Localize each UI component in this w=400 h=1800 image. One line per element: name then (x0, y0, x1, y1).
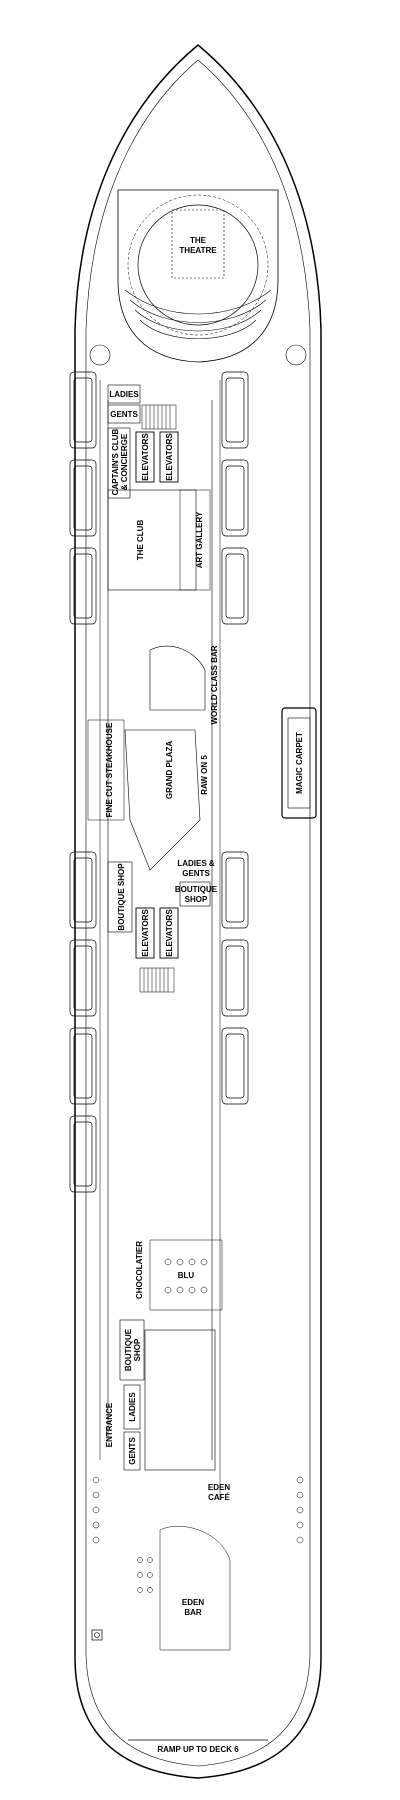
ladies-gents-mid-label-line2: GENTS (182, 869, 210, 878)
ladies-fwd-label: LADIES (109, 390, 139, 399)
accessible-icon (91, 1629, 103, 1641)
theatre-label-line2: THEATRE (179, 246, 217, 255)
eden-bar-label-line2: BAR (184, 1608, 202, 1617)
ladies-fwd-room[interactable] (107, 384, 141, 404)
boutique-shop-mid-area[interactable] (179, 881, 211, 907)
captains-club-label-line2: & CONCIERGE (120, 433, 129, 490)
magic-carpet-inner (287, 717, 311, 809)
elevators-aft-2[interactable] (159, 907, 179, 959)
gents-aft-label: GENTS (128, 1437, 137, 1465)
the-club-area[interactable] (107, 489, 197, 591)
gents-fwd-label: GENTS (110, 410, 138, 419)
chocolatier-label: CHOCOLATIER (135, 1241, 144, 1299)
lifeboats-stbd (221, 371, 249, 1105)
elevators-aft-2-label: ELEVATORS (165, 909, 174, 957)
gents-fwd-room[interactable] (107, 404, 141, 424)
blu-restaurant-area[interactable] (149, 1239, 223, 1311)
fine-cut-steakhouse-area[interactable] (87, 719, 125, 821)
grand-plaza-label: GRAND PLAZA (165, 741, 174, 799)
ladies-aft-label: LADIES (128, 1392, 137, 1422)
magic-carpet-label: MAGIC CARPET (295, 732, 304, 794)
raw-on-5-label: RAW ON 5 (200, 755, 209, 795)
stairs-fwd (141, 404, 177, 430)
aft-service-block (144, 1329, 216, 1471)
inner-hull-line (85, 59, 311, 1767)
elevators-aft-1-label: ELEVATORS (141, 909, 150, 957)
stairs-aft (139, 967, 175, 993)
theatre-area[interactable] (117, 189, 279, 363)
eden-cafe-label-line1: EDEN (208, 1483, 230, 1492)
captains-club-label-line1: CAPTAIN'S CLUB (111, 428, 120, 495)
ladies-gents-mid-label-line1: LADIES & (177, 859, 215, 868)
boutique-shop-aft-label-line2: SHOP (133, 1338, 142, 1361)
boutique-shop-aft-label-line1: BOUTIQUE (124, 1328, 133, 1371)
eden-bar-area[interactable] (137, 1526, 231, 1651)
art-gallery-label: ART GALLERY (195, 511, 204, 568)
world-class-bar-label: WORLD CLASS BAR (210, 645, 219, 724)
world-class-bar-area[interactable] (149, 645, 206, 711)
boutique-shop-mid-label-line1: BOUTIQUE (175, 885, 218, 894)
art-gallery-area[interactable] (179, 489, 211, 591)
lifeboats-port (69, 371, 97, 1193)
entrance-label: ENTRANCE (105, 1402, 114, 1447)
stair-spiral-stbd (285, 344, 307, 366)
elevators-fwd-2[interactable] (159, 431, 179, 483)
elevators-aft-1[interactable] (135, 907, 155, 959)
stair-spiral-port (89, 344, 111, 366)
boutique-shop-mid-label-line2: SHOP (185, 895, 208, 904)
boutique-shop-aft-area[interactable] (119, 1319, 145, 1381)
boutique-shop-port-area[interactable] (107, 861, 133, 933)
eden-cafe-label-line2: CAFÉ (208, 1493, 230, 1502)
grand-plaza-area[interactable] (124, 729, 201, 871)
blu-label: BLU (178, 1271, 195, 1280)
theatre-label-line1: THE (190, 236, 207, 245)
eden-bar-label-line1: EDEN (182, 1598, 204, 1607)
stern-seating (92, 1476, 304, 1544)
ramp-label: RAMP UP TO DECK 6 (157, 1745, 239, 1754)
ladies-aft-room[interactable] (123, 1384, 141, 1430)
elevators-fwd-1[interactable] (135, 431, 155, 483)
magic-carpet-platform[interactable] (281, 707, 317, 819)
captains-club-area[interactable] (107, 427, 131, 499)
gents-aft-room[interactable] (123, 1431, 141, 1471)
fine-cut-steakhouse-label: FINE CUT STEAKHOUSE (105, 722, 114, 817)
hull-outline (74, 44, 322, 1779)
boutique-shop-port-label: BOUTIQUE SHOP (117, 863, 126, 931)
elevators-fwd-1-label: ELEVATORS (141, 433, 150, 481)
elevators-fwd-2-label: ELEVATORS (165, 433, 174, 481)
the-club-label: THE CLUB (136, 520, 145, 561)
